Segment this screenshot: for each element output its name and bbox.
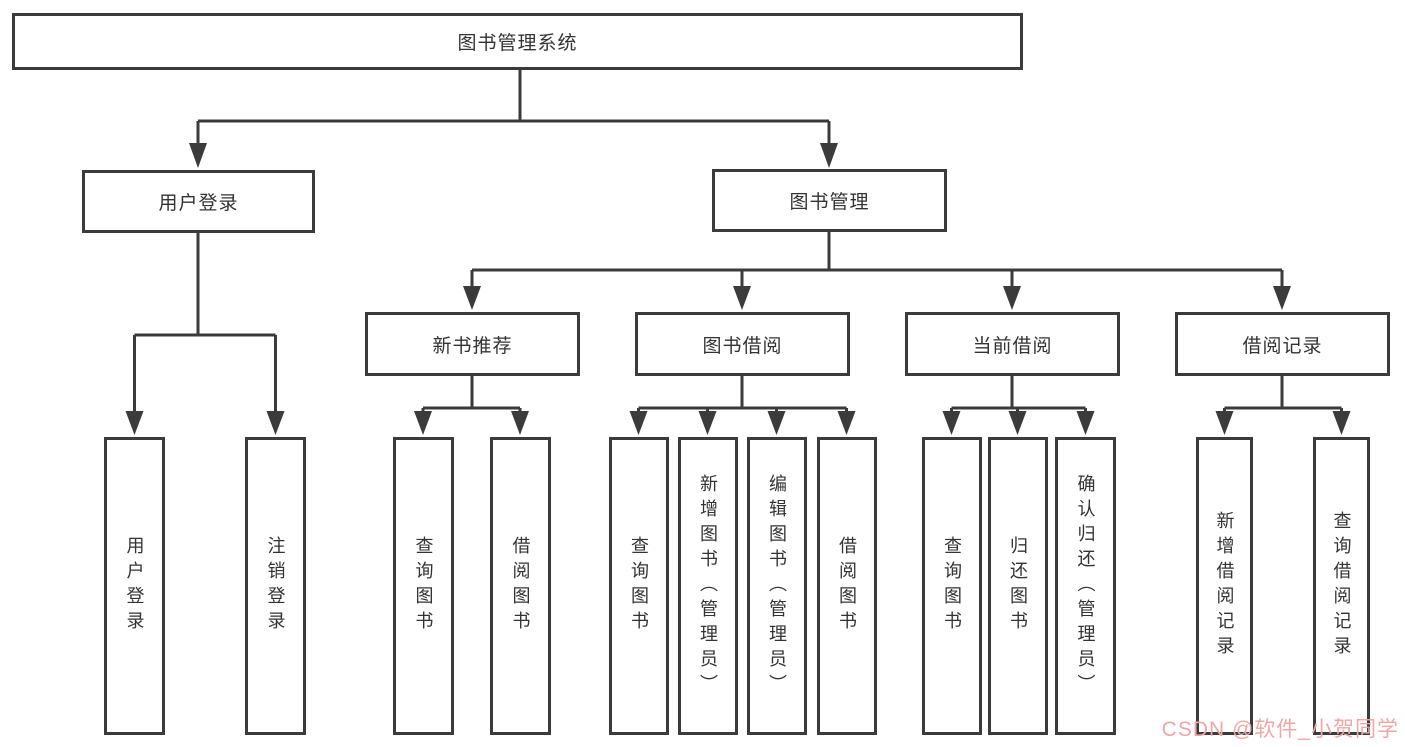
csdn-watermark: CSDN @软件_小贺同学 bbox=[1161, 718, 1399, 741]
node-book-borrowing: 图书借阅 bbox=[635, 312, 850, 376]
leaf-borrow-books-borrowing: 借阅图书 bbox=[817, 437, 877, 735]
node-user-login-group: 用户登录 bbox=[82, 170, 315, 233]
leaf-borrow-books-newbook: 借阅图书 bbox=[490, 437, 551, 735]
leaf-add-borrow-record: 新增借阅记录 bbox=[1196, 437, 1253, 735]
leaf-query-books-borrowing: 查询图书 bbox=[609, 437, 669, 735]
node-borrowing-records: 借阅记录 bbox=[1175, 312, 1390, 376]
leaf-user-login: 用户登录 bbox=[104, 437, 165, 735]
leaf-confirm-return-admin: 确认归还（管理员） bbox=[1055, 437, 1116, 735]
leaf-logout: 注销登录 bbox=[245, 437, 306, 735]
node-root-system: 图书管理系统 bbox=[12, 13, 1023, 70]
node-new-book-recommendation: 新书推荐 bbox=[365, 312, 580, 376]
node-current-borrowing: 当前借阅 bbox=[905, 312, 1120, 376]
arrowheads bbox=[125, 143, 1351, 435]
leaf-query-books-newbook: 查询图书 bbox=[393, 437, 454, 735]
node-book-management-group: 图书管理 bbox=[712, 169, 947, 232]
leaf-return-books: 归还图书 bbox=[988, 437, 1048, 735]
leaf-query-books-current: 查询图书 bbox=[922, 437, 982, 735]
leaf-add-books-admin: 新增图书（管理员） bbox=[678, 437, 738, 735]
leaf-edit-books-admin: 编辑图书（管理员） bbox=[747, 437, 807, 735]
leaf-query-borrow-record: 查询借阅记录 bbox=[1313, 437, 1370, 735]
